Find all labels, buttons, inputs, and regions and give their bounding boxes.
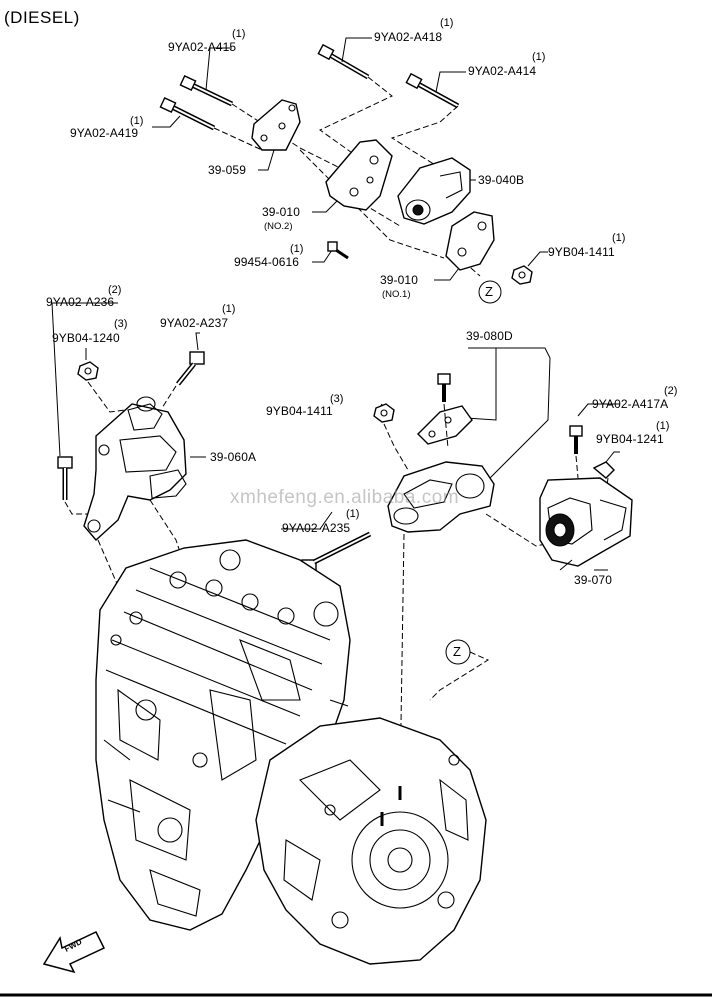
nut-9yb04-1411-mid [373,403,395,423]
bolt-9ya02-a414 [405,72,460,109]
note-39-010-no2: (NO.2) [264,221,293,232]
label-9ya02-a237: 9YA02-A237 [160,316,229,330]
fwd-arrow-icon [42,931,106,974]
qty-9ya02-a419: (1) [130,115,144,127]
label-9ya02-a236: 9YA02-A236 [46,295,115,309]
nut-9yb04-1240 [77,361,99,381]
bolt-9ya02-a237 [176,351,205,386]
bolt-39-080d [437,373,451,402]
label-9yb04-1411-top: 9YB04-1411 [548,245,615,259]
label-9ya02-a419: 9YA02-A419 [70,126,139,140]
bolt-9ya02-a419 [159,97,216,131]
label-39-080d: 39-080D [466,329,513,343]
qty-9ya02-a418: (1) [440,17,454,29]
bolt-9ya02-a236 [57,456,73,500]
label-99454-0616: 99454-0616 [234,255,300,269]
label-39-070: 39-070 [574,573,612,587]
qty-9ya02-a235: (1) [346,508,360,520]
label-39-060a: 39-060A [210,450,257,464]
qty-9yb04-1411-top: (1) [612,232,626,244]
clip-9yb04-1241 [592,461,615,479]
qty-9ya02-a237: (1) [222,303,236,315]
bolt-9ya02-a417a [569,425,583,454]
label-9ya02-a418: 9YA02-A418 [374,30,443,44]
mount-39-080d [387,461,495,533]
qty-9yb04-1411-mid: (3) [330,393,344,405]
note-39-010-no1: (NO.1) [382,289,411,300]
qty-9ya02-a236: (2) [108,284,122,296]
label-9ya02-a415: 9YA02-A415 [168,40,237,54]
bracket-39-010-no2 [325,139,393,211]
label-39-059: 39-059 [208,163,246,177]
qty-9yb04-1241: (1) [656,420,670,432]
label-9ya02-a414: 9YA02-A414 [468,64,537,78]
qty-9ya02-a414: (1) [532,51,546,63]
qty-99454-0616: (1) [290,243,304,255]
label-39-040b: 39-040B [478,173,525,187]
engine-transmission-assembly [95,539,487,965]
qty-9ya02-a417a: (2) [664,385,678,397]
zone-letter-mid: Z [453,644,462,659]
bracket-39-059 [251,99,301,151]
bolt-9ya02-a235 [301,531,372,573]
qty-9yb04-1240: (3) [114,318,128,330]
label-39-010-no1: 39-010 [380,273,418,287]
bolt-9ya02-a418 [317,43,370,80]
label-9ya02-a235: 9YA02-A235 [282,521,351,535]
watermark: xmhefeng.en.alibaba.com [230,487,460,508]
zone-letter-top: Z [485,284,494,299]
bolt-99454-0616 [327,241,349,260]
bolt-9ya02-a415 [179,75,234,107]
label-9yb04-1411-mid: 9YB04-1411 [266,404,333,418]
label-9ya02-a417a: 9YA02-A417A [592,397,669,411]
bracket-39-080d-top [417,405,473,445]
bracket-39-010-no1 [445,211,495,271]
nut-9yb04-1411-top [511,265,533,285]
zone-marker-top [478,280,502,304]
label-39-010-no2: 39-010 [262,205,300,219]
label-9yb04-1240: 9YB04-1240 [52,331,120,345]
label-9yb04-1241: 9YB04-1241 [596,432,664,446]
qty-9ya02-a415: (1) [232,28,246,40]
page-title: (DIESEL) [4,8,80,27]
